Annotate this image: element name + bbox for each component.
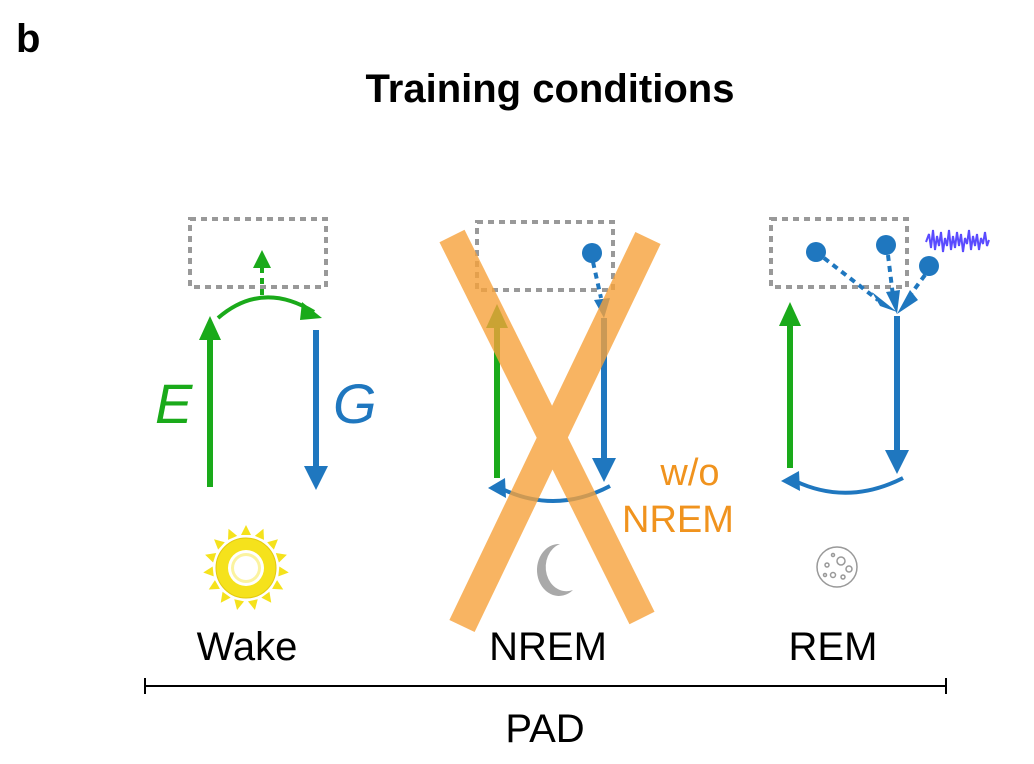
rem-generator-arrowhead bbox=[885, 450, 909, 474]
condition-label-nrem: NREM bbox=[489, 625, 607, 669]
encoder-symbol: E bbox=[155, 372, 193, 435]
crossed-note-line1: w/o bbox=[659, 452, 719, 494]
rem-encoder-arrowhead bbox=[779, 302, 801, 326]
nrem-loop-arrowhead bbox=[488, 478, 506, 498]
rem-latent-node-1 bbox=[806, 242, 826, 262]
nrem-panel: NREM w/o NREM bbox=[439, 220, 734, 669]
rem-latent-node-3 bbox=[919, 256, 939, 276]
noise-signal bbox=[925, 229, 990, 253]
rem-latent-arrow-2 bbox=[886, 254, 895, 297]
wake-panel: E G bbox=[155, 217, 377, 669]
rem-arrowhead-1 bbox=[872, 292, 897, 312]
condition-label-wake: Wake bbox=[197, 625, 298, 669]
rem-latent-arrow-1 bbox=[822, 256, 880, 302]
wake-encoder-arrowhead bbox=[199, 316, 221, 340]
rem-arrowhead-3 bbox=[897, 290, 918, 314]
wake-latent-arrowhead bbox=[253, 250, 271, 268]
panel-label: b bbox=[16, 17, 40, 61]
dream-bubble-icon bbox=[816, 546, 858, 588]
rem-panel: REM bbox=[769, 217, 990, 669]
pad-label: PAD bbox=[505, 707, 584, 751]
wake-latent-box bbox=[188, 217, 328, 289]
rem-loop-arc bbox=[794, 476, 904, 495]
generator-symbol: G bbox=[333, 372, 377, 435]
wake-arc-arrowhead bbox=[300, 302, 322, 320]
wake-generator-arrowhead bbox=[304, 466, 328, 490]
nrem-latent-node bbox=[582, 243, 602, 263]
rem-arrowhead-2 bbox=[886, 290, 900, 314]
wake-arc bbox=[216, 295, 316, 320]
crossed-note-line2: NREM bbox=[622, 499, 734, 541]
condition-label-rem: REM bbox=[789, 625, 878, 669]
nrem-generator-arrowhead bbox=[592, 458, 616, 482]
cross-out-mark bbox=[439, 229, 661, 633]
rem-loop-arrowhead bbox=[781, 471, 800, 491]
nrem-latent-arrow bbox=[591, 261, 603, 299]
diagram-title: Training conditions bbox=[366, 67, 735, 111]
rem-latent-node-2 bbox=[876, 235, 896, 255]
moon-icon bbox=[536, 543, 573, 596]
rem-latent-box bbox=[769, 217, 909, 289]
pad-bracket bbox=[144, 678, 947, 694]
sun-icon bbox=[203, 525, 289, 611]
